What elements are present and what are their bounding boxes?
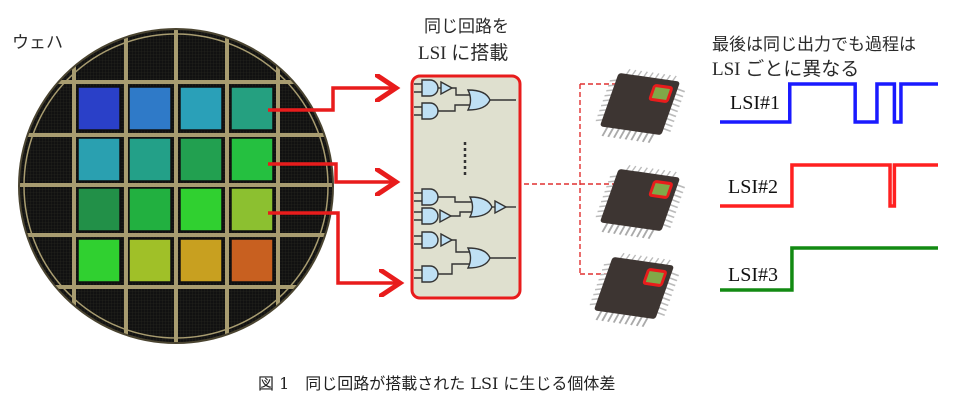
wafer-die xyxy=(77,86,121,131)
waveforms xyxy=(720,82,938,292)
waveform-label-lsi1: LSI#1 xyxy=(730,92,780,114)
lsi-chips xyxy=(589,68,686,328)
wafer-die xyxy=(128,86,172,131)
or-gate-icon xyxy=(466,247,491,269)
arrow-2 xyxy=(268,162,396,182)
and-gate-icon xyxy=(414,188,439,206)
circuit-box xyxy=(410,74,522,300)
or-gate-icon xyxy=(468,196,493,218)
wafer-die xyxy=(77,187,121,232)
and-gate-icon xyxy=(414,265,439,283)
wafer-die xyxy=(230,86,274,131)
circuit-label-line2: LSI に搭載 xyxy=(418,43,509,64)
lsi-chip-icon xyxy=(589,252,680,328)
wafer-die xyxy=(230,187,274,232)
and-gate-icon xyxy=(414,102,439,120)
or-gate-icon xyxy=(466,89,491,111)
and-gate-icon xyxy=(414,231,439,249)
waveform-lsi3 xyxy=(720,246,938,292)
note-line2: LSI ごとに異なる xyxy=(712,59,860,80)
note-line1: 最後は同じ出力でも過程は xyxy=(712,35,916,55)
buffer-gate-icon xyxy=(439,208,453,224)
lsi-chip-icon xyxy=(595,68,686,144)
wafer-die xyxy=(179,238,223,283)
wafer-die xyxy=(77,137,121,182)
wafer-die xyxy=(128,137,172,182)
wafer-label: ウェハ xyxy=(12,33,63,53)
circuit-label-line1: 同じ回路を xyxy=(424,17,509,37)
wafer-to-circuit-arrows xyxy=(268,88,400,283)
wafer xyxy=(18,28,334,344)
and-gate-icon xyxy=(414,79,439,97)
waveform-label-lsi3: LSI#3 xyxy=(728,264,778,286)
waveform-lsi1 xyxy=(720,82,938,124)
lsi-chip-icon xyxy=(595,164,686,240)
arrow-3 xyxy=(268,211,400,283)
wafer-die xyxy=(179,187,223,232)
wafer-die xyxy=(128,238,172,283)
waveform-label-lsi2: LSI#2 xyxy=(728,176,778,198)
wafer-dies xyxy=(77,86,274,283)
wafer-die xyxy=(179,86,223,131)
waveform-lsi2 xyxy=(720,163,938,208)
wafer-die xyxy=(179,137,223,182)
wafer-grid xyxy=(20,30,332,342)
and-gate-icon xyxy=(414,207,439,225)
buffer-gate-icon xyxy=(440,232,454,248)
wafer-die xyxy=(230,137,274,182)
wafer-die xyxy=(128,187,172,232)
figure-caption: 図 1 同じ回路が搭載された LSI に生じる個体差 xyxy=(258,374,616,393)
wafer-die xyxy=(230,238,274,283)
wafer-die xyxy=(77,238,121,283)
arrow-1 xyxy=(268,88,396,112)
